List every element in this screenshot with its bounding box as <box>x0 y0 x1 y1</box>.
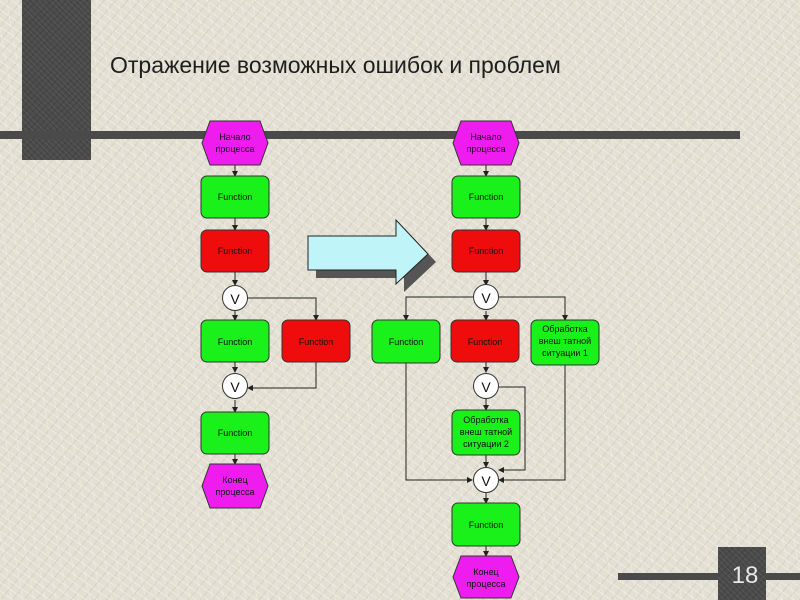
svg-text:ситуации 2: ситуации 2 <box>463 439 509 449</box>
page-number: 18 <box>731 562 759 589</box>
decor-line-top <box>0 131 740 139</box>
svg-text:Function: Function <box>299 337 334 347</box>
svg-text:V: V <box>230 379 240 395</box>
svg-text:Конец: Конец <box>473 567 498 577</box>
svg-text:Function: Function <box>469 246 504 256</box>
right-handling-1: Обработка внеш татной ситуации 1 <box>530 319 600 366</box>
right-function-final: Function <box>451 502 521 547</box>
svg-text:Function: Function <box>468 337 503 347</box>
svg-text:процесса: процесса <box>467 579 506 589</box>
left-start-event: Начало процесса <box>201 120 269 166</box>
right-start-event: Начало процесса <box>452 120 520 166</box>
svg-text:Function: Function <box>218 192 253 202</box>
transition-arrow-icon <box>307 218 436 292</box>
svg-text:Function: Function <box>218 246 253 256</box>
svg-text:внеш татной: внеш татной <box>460 427 512 437</box>
svg-text:V: V <box>230 291 240 307</box>
left-function-2: Function <box>200 319 270 363</box>
left-function-error: Function <box>200 229 270 273</box>
decor-line-bottom <box>618 573 800 580</box>
left-or-connector-2: V <box>222 373 248 399</box>
left-function-1: Function <box>200 175 270 219</box>
svg-text:V: V <box>481 379 491 395</box>
slide-title: Отражение возможных ошибок и проблем <box>110 52 561 78</box>
svg-text:внеш татной: внеш татной <box>539 336 591 346</box>
right-end-event: Конец процесса <box>452 555 520 599</box>
right-function-error: Function <box>451 229 521 273</box>
svg-text:Function: Function <box>469 520 504 530</box>
svg-text:Function: Function <box>218 337 253 347</box>
left-end-event: Конец процесса <box>201 463 269 509</box>
right-function-mid-error: Function <box>450 319 520 363</box>
right-or-connector-1: V <box>473 284 499 310</box>
svg-text:Конец: Конец <box>222 475 247 485</box>
svg-text:Function: Function <box>389 337 424 347</box>
svg-text:Начало: Начало <box>470 132 501 142</box>
svg-text:Function: Function <box>218 428 253 438</box>
page-number-badge <box>718 547 766 600</box>
svg-text:V: V <box>481 473 491 489</box>
left-function-3: Function <box>200 411 270 455</box>
svg-text:ситуации 1: ситуации 1 <box>542 348 588 358</box>
left-or-connector-1: V <box>222 285 248 311</box>
right-or-connector-2: V <box>473 373 499 399</box>
svg-text:Обработка: Обработка <box>463 415 508 425</box>
svg-text:Обработка: Обработка <box>542 324 587 334</box>
right-function-1: Function <box>451 175 521 219</box>
right-handling-2: Обработка внеш татной ситуации 2 <box>451 409 521 456</box>
svg-text:Начало: Начало <box>219 132 250 142</box>
svg-text:процесса: процесса <box>216 144 255 154</box>
svg-text:Function: Function <box>469 192 504 202</box>
connector-lines <box>232 165 568 557</box>
svg-text:процесса: процесса <box>467 144 506 154</box>
left-function-side-error: Function <box>281 319 351 363</box>
svg-text:V: V <box>481 290 491 306</box>
svg-text:процесса: процесса <box>216 487 255 497</box>
right-function-left: Function <box>371 319 441 364</box>
right-or-connector-3: V <box>473 467 499 493</box>
